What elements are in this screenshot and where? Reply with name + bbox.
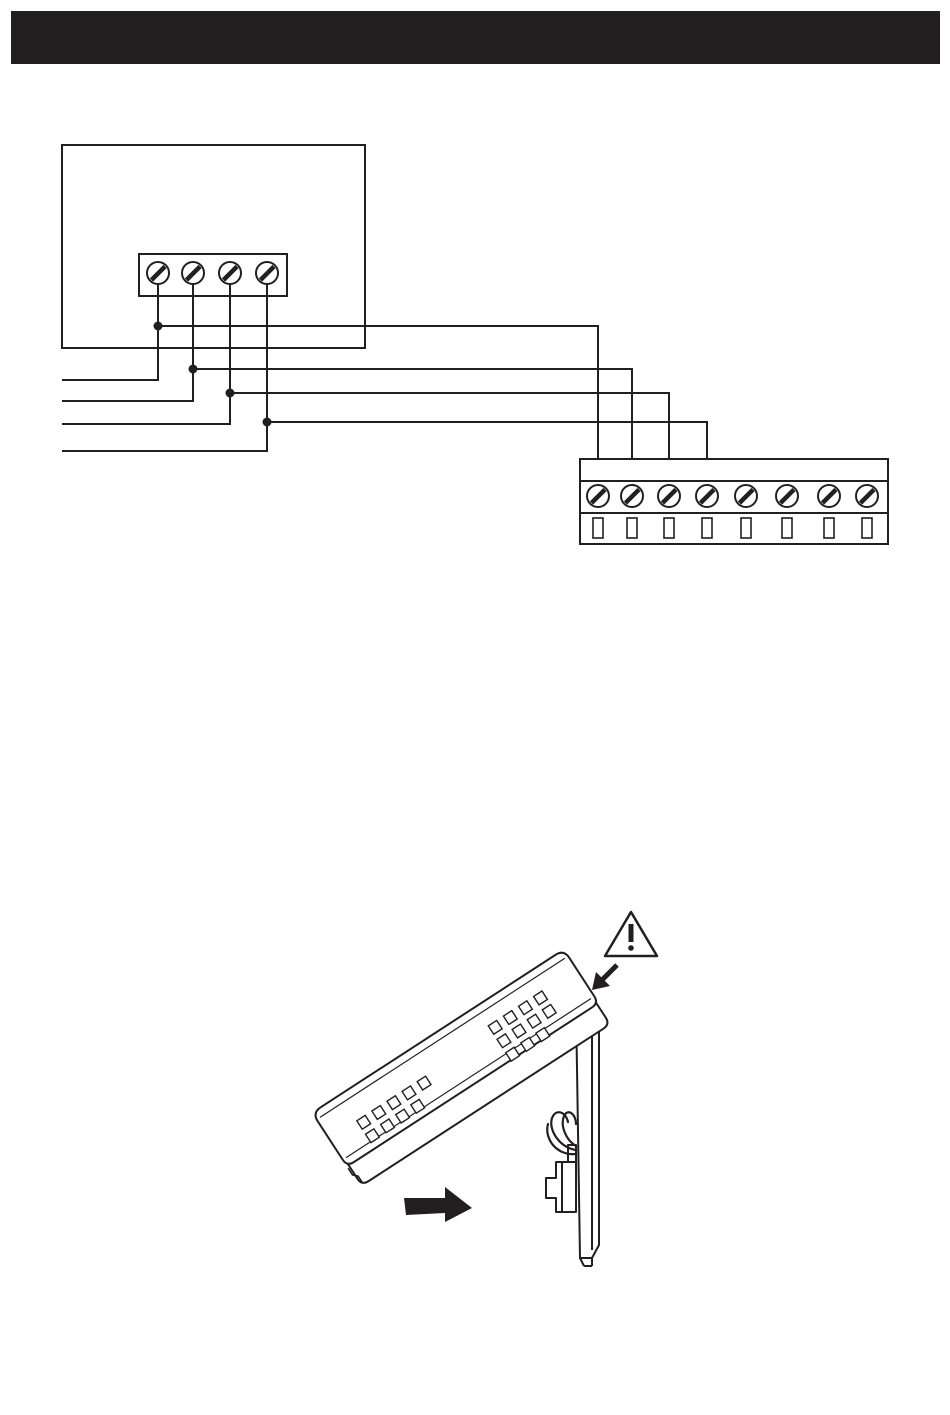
device-housing xyxy=(62,145,365,348)
terminal-slot xyxy=(627,518,637,538)
arrow-icon xyxy=(592,965,617,990)
keypad-unit xyxy=(312,949,612,1186)
wire-2-branch xyxy=(193,369,632,459)
wire-2 xyxy=(62,284,193,401)
terminal-slot xyxy=(741,518,751,538)
screw-terminal-icon xyxy=(735,485,757,507)
junction-dot-icon xyxy=(263,418,272,427)
wire-1 xyxy=(62,284,158,380)
screw-terminal-icon xyxy=(776,485,798,507)
wire-4-branch xyxy=(267,422,707,459)
warning-triangle-icon xyxy=(605,912,657,956)
junction-dot-icon xyxy=(189,365,198,374)
terminal-slot xyxy=(824,518,834,538)
screw-terminal-icon xyxy=(696,485,718,507)
wiring-diagram xyxy=(62,145,888,544)
mounting-diagram xyxy=(312,912,657,1266)
wires xyxy=(62,284,707,459)
wire-3 xyxy=(62,284,230,424)
screw-terminal-icon xyxy=(256,262,278,284)
arrow-icon xyxy=(404,1187,472,1222)
wire-3-branch xyxy=(230,393,669,459)
junction-dot-icon xyxy=(154,322,163,331)
junction-dot-icon xyxy=(226,389,235,398)
screw-terminal-icon xyxy=(856,485,878,507)
screw-terminal-icon xyxy=(219,262,241,284)
terminal-slot xyxy=(862,518,872,538)
screw-terminal-icon xyxy=(621,485,643,507)
screw-terminal-icon xyxy=(147,262,169,284)
terminal-strip xyxy=(580,459,888,544)
screw-terminal-icon xyxy=(587,485,609,507)
terminal-slot xyxy=(593,518,603,538)
terminal-slot xyxy=(782,518,792,538)
device-terminal-block xyxy=(139,254,287,296)
wire-4 xyxy=(62,284,267,451)
screw-terminal-icon xyxy=(182,262,204,284)
screw-terminal-icon xyxy=(658,485,680,507)
terminal-slot xyxy=(702,518,712,538)
terminal-slot xyxy=(664,518,674,538)
screw-terminal-icon xyxy=(818,485,840,507)
